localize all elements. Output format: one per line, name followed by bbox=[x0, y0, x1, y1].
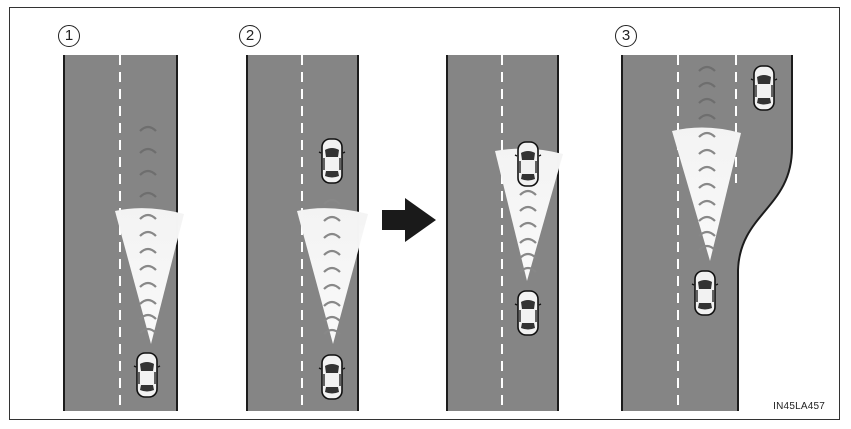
right-arrow-icon bbox=[382, 198, 436, 242]
preceding-car-icon bbox=[514, 141, 542, 187]
radar-beam-icon bbox=[115, 208, 184, 344]
figure-code: IN45LA457 bbox=[773, 401, 825, 412]
panel-1-label: 1 bbox=[58, 25, 80, 47]
panel-3 bbox=[621, 55, 793, 411]
radar-beam-icon bbox=[495, 148, 563, 281]
radar-cruise-diagram bbox=[63, 55, 793, 411]
preceding-car-icon bbox=[318, 138, 346, 184]
panel-3-label: 3 bbox=[615, 25, 637, 47]
panel-2-label: 2 bbox=[239, 25, 261, 47]
diagram-frame: 1 2 3 IN45LA457 bbox=[9, 7, 840, 420]
own-car-icon bbox=[514, 290, 542, 336]
panel-2 bbox=[246, 55, 368, 411]
radar-beam-icon bbox=[297, 208, 368, 344]
own-car-icon bbox=[318, 354, 346, 400]
merging-lane-car-icon bbox=[750, 65, 778, 111]
own-car-icon bbox=[133, 352, 161, 398]
radar-beam-icon bbox=[672, 127, 741, 261]
panel-1 bbox=[63, 55, 184, 411]
own-car-icon bbox=[691, 270, 719, 316]
panel-2b bbox=[446, 55, 563, 411]
